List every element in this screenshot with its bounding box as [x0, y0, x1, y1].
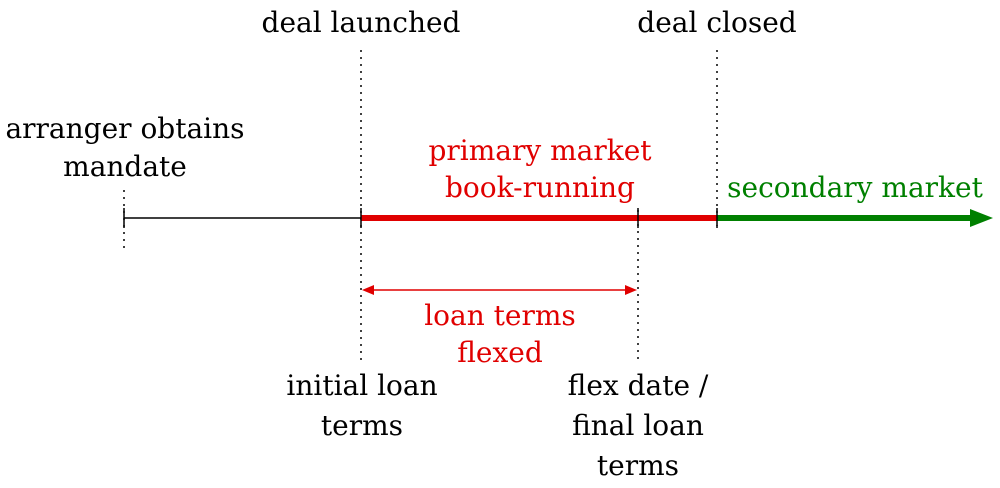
flex-period-label-2: flexed [457, 336, 543, 369]
deal-closed-label: deal closed [637, 6, 796, 39]
secondary-market-label: secondary market [727, 171, 983, 204]
final-terms-label-1: flex date / [568, 369, 709, 402]
initial-terms-label-2: terms [321, 409, 403, 442]
primary-market-label-2: book-running [445, 171, 635, 204]
flex-period-label-1: loan terms [424, 299, 576, 332]
initial-terms-label-1: initial loan [286, 369, 437, 402]
mandate-label-2: mandate [63, 150, 187, 183]
final-terms-label-2: final loan [572, 409, 704, 442]
flex-arrowhead-right [625, 285, 637, 295]
secondary-arrowhead [970, 209, 993, 227]
flex-arrowhead-left [362, 285, 374, 295]
mandate-label-1: arranger obtains [5, 112, 244, 145]
final-terms-label-3: terms [597, 449, 679, 482]
deal-launched-label: deal launched [262, 6, 461, 39]
primary-market-label-1: primary market [428, 134, 652, 167]
